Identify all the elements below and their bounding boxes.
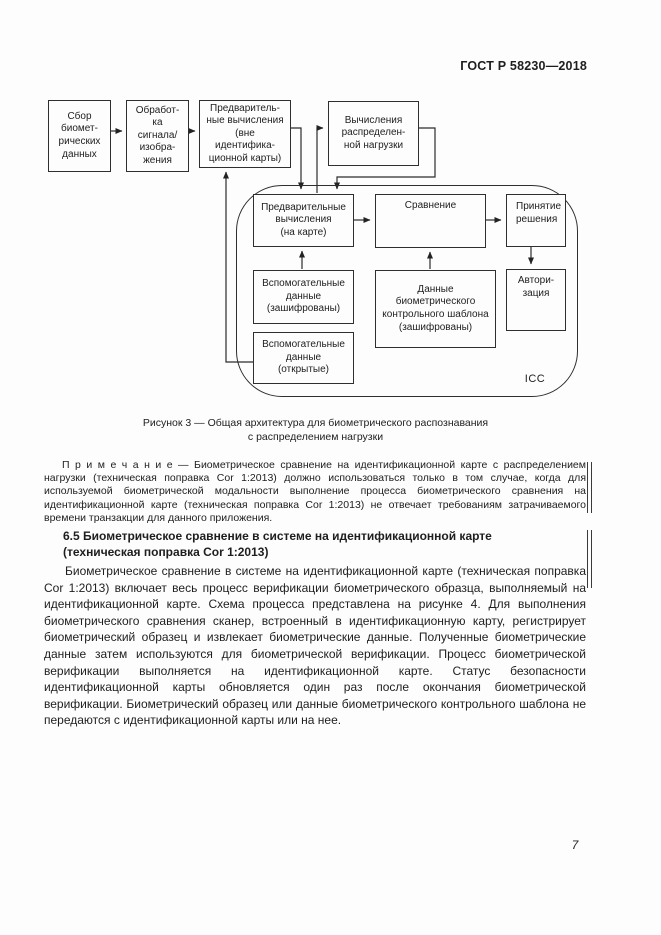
- figure-3-diagram: Сбор биомет- рических данных Обработ- ка…: [0, 0, 661, 410]
- revision-change-bar: [587, 462, 592, 513]
- box-distributed-load-computation: Вычисления распределен- ной нагрузки: [328, 101, 419, 166]
- box-precompute-oncard: Предварительные вычисления (на карте): [253, 194, 354, 247]
- box-aux-data-encrypted: Вспомогательные данные (зашифрованы): [253, 270, 354, 324]
- box-aux-data-open: Вспомогательные данные (открытые): [253, 332, 354, 384]
- revision-change-bar: [587, 530, 592, 588]
- box-decision: Принятие решения: [506, 194, 566, 247]
- box-signal-processing: Обработ- ка сигнала/ изобра- жения: [126, 100, 189, 172]
- section-heading: 6.5 Биометрическое сравнение в системе н…: [63, 529, 492, 559]
- section-body-paragraph: Биометрическое сравнение в системе на ид…: [44, 564, 586, 728]
- page-number: 7: [571, 838, 579, 852]
- figure-caption: Рисунок 3 — Общая архитектура для биомет…: [142, 417, 489, 443]
- box-reference-template-data: Данные биометрического контрольного шабл…: [375, 270, 496, 348]
- box-precompute-offcard: Предваритель- ные вычисления (вне иденти…: [199, 100, 291, 168]
- box-comparison: Сравнение: [375, 194, 486, 248]
- diagram-connectors: [110, 125, 534, 363]
- note-paragraph: П р и м е ч а н и е — Биометрическое сра…: [44, 459, 586, 524]
- box-authorization: Автори- зация: [506, 269, 566, 331]
- document-number: ГОСТ Р 58230—2018: [460, 59, 587, 73]
- icc-card-boundary: [236, 185, 578, 397]
- icc-card-label: ICC: [524, 373, 546, 385]
- box-biometric-data-collection: Сбор биомет- рических данных: [48, 100, 111, 172]
